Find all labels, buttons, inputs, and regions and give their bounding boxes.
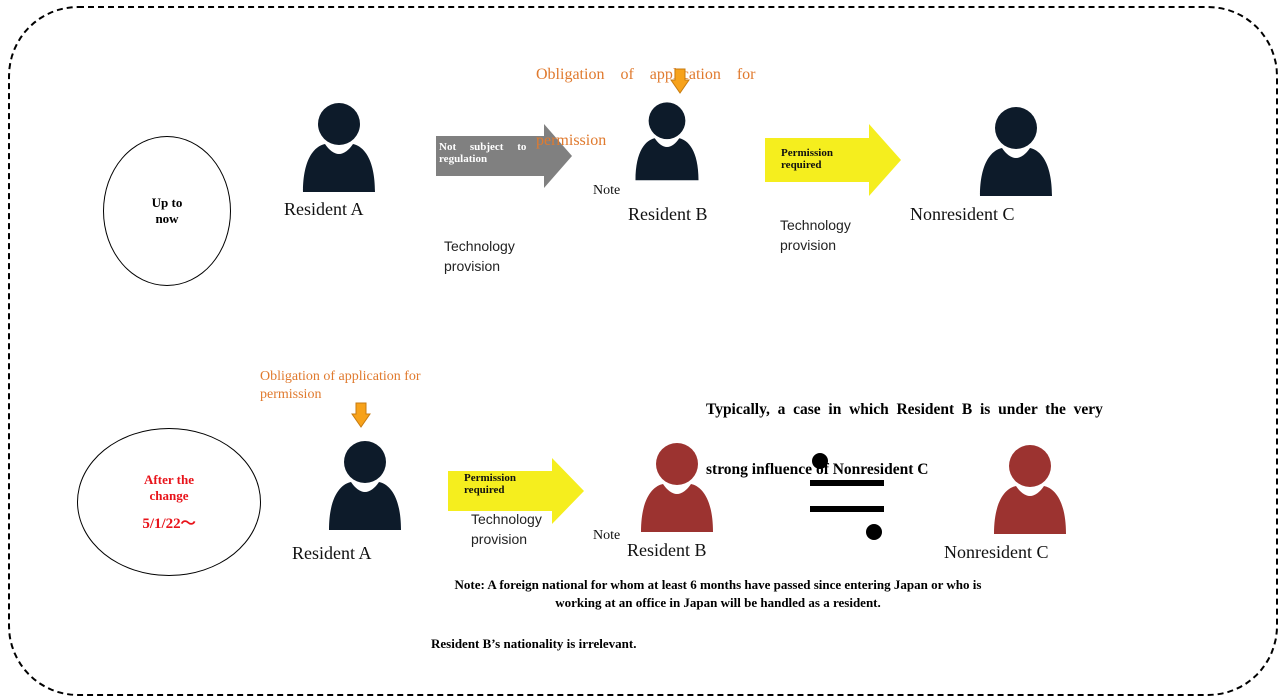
top-permission-arrow (765, 124, 901, 196)
resident-a-label: Resident A (284, 199, 364, 219)
not-subject-line2: regulation (439, 153, 488, 165)
influence-text: Typically, a case in which Resident B is… (706, 360, 1103, 500)
tech2-line2: provision (780, 237, 837, 253)
bottom-resident-b-label: Resident B (627, 540, 707, 560)
bottom-resident-b-person-icon (637, 438, 717, 534)
tech1-line2: provision (444, 258, 501, 274)
foreign-national-note: Note: A foreign national for whom at lea… (406, 576, 1030, 612)
top-permission-line1: Permission (781, 147, 833, 159)
resident-b-label: Resident B (628, 204, 708, 224)
period-after-line1: After the (144, 472, 194, 487)
not-subject-arrow-text: Not subject to regulation (439, 141, 563, 165)
bottom-tech-line2: provision (471, 531, 528, 547)
top-obligation-line1: Obligation of application for (536, 66, 756, 83)
period-ellipse-after: After the change 5/1/22〜 (77, 428, 261, 576)
bottom-nonresident-c-person-icon (990, 440, 1070, 536)
bottom-permission-text: Permission required (464, 472, 516, 496)
bottom-permission-arrow (448, 458, 584, 524)
period-after-date: 5/1/22〜 (142, 516, 196, 532)
nonresident-c-label: Nonresident C (910, 204, 1015, 224)
bottom-obligation-line1: Obligation of application for (260, 369, 421, 384)
top-obligation-text: Obligation of application for permission (536, 20, 756, 174)
top-obligation-down-arrow-icon (670, 68, 690, 94)
bottom-nonresident-c-label: Nonresident C (944, 542, 1049, 562)
bottom-obligation-line2: permission (260, 387, 322, 402)
not-subject-arrow (436, 124, 572, 188)
bottom-permission-line1: Permission (464, 472, 516, 484)
not-subject-line1: Not subject to (439, 141, 527, 153)
bottom-obligation-text: Obligation of application for permission (260, 368, 421, 404)
foreign-note-line2: working at an office in Japan will be ha… (555, 595, 881, 610)
tech-provision-2: Technology provision (780, 215, 851, 255)
tech-provision-1: Technology provision (444, 236, 515, 276)
bottom-note-label: Note (593, 528, 621, 543)
nonresident-c-person-icon (976, 102, 1056, 198)
resident-b-person-icon (632, 98, 702, 182)
bottom-obligation-down-arrow-icon (351, 402, 371, 428)
influence-line1: Typically, a case in which Resident B is… (706, 401, 1103, 418)
approximately-equal-icon (810, 453, 884, 540)
nationality-note: Resident B’s nationality is irrelevant. (431, 636, 637, 651)
foreign-note-line1: Note: A foreign national for whom at lea… (454, 577, 982, 592)
top-permission-line2: required (781, 159, 822, 171)
period-before-line1: Up to (151, 195, 183, 210)
bottom-resident-a-label: Resident A (292, 543, 372, 563)
top-permission-text: Permission required (781, 147, 833, 171)
period-ellipse-before: Up to now (103, 136, 231, 286)
bottom-resident-a-person-icon (325, 436, 405, 532)
bottom-tech-provision: Technology provision (471, 509, 542, 549)
top-note-label: Note (593, 183, 621, 198)
bottom-permission-line2: required (464, 484, 505, 496)
influence-line2: strong influence of Nonresident C (706, 461, 929, 478)
tech2-line1: Technology (780, 217, 851, 233)
resident-a-person-icon (299, 98, 379, 194)
bottom-tech-line1: Technology (471, 511, 542, 527)
period-after-line2: change (149, 488, 189, 503)
tech1-line1: Technology (444, 238, 515, 254)
period-before-line2: now (155, 211, 179, 226)
top-obligation-line2: permission (536, 132, 607, 149)
